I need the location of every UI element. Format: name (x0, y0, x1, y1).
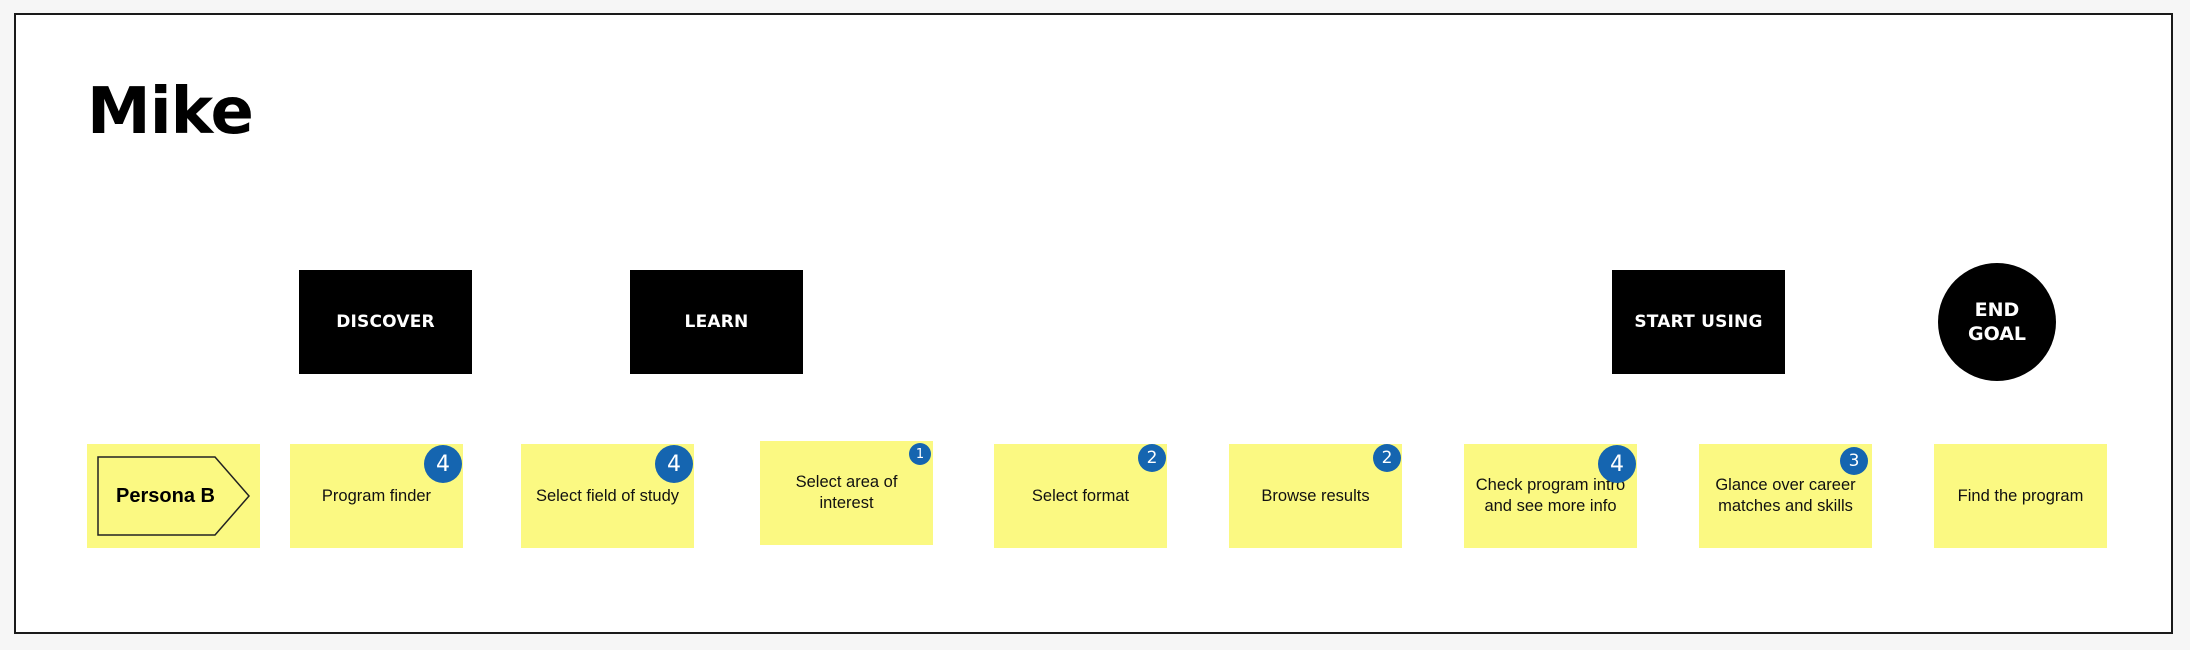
step-sticky[interactable]: Select area of interest (760, 441, 933, 545)
step-sticky[interactable]: Find the program (1934, 444, 2107, 548)
step-sticky[interactable]: Program finder (290, 444, 463, 548)
vote-count-badge: 4 (1598, 445, 1636, 483)
persona-label: Persona B (116, 484, 215, 507)
vote-count-badge: 3 (1840, 447, 1868, 475)
vote-count-badge: 2 (1138, 444, 1166, 472)
step-label: Select area of interest (795, 473, 898, 512)
persona-arrow-shape (97, 456, 250, 536)
end-goal-label: END GOAL (1967, 299, 2027, 345)
stage-label: DISCOVER (336, 312, 435, 332)
vote-count-badge: 2 (1373, 444, 1401, 472)
stage-start-using: START USING (1612, 270, 1785, 374)
vote-count-badge: 4 (424, 445, 462, 483)
stage-learn: LEARN (630, 270, 803, 374)
vote-count-badge: 4 (655, 445, 693, 483)
vote-count-badge: 1 (909, 443, 931, 465)
persona-sticky[interactable]: Persona B (87, 444, 260, 548)
step-label: Find the program (1957, 486, 2084, 505)
board-title: Mike (87, 75, 254, 149)
stage-discover: DISCOVER (299, 270, 472, 374)
step-label: Select format (1031, 486, 1130, 505)
stage-label: LEARN (684, 312, 749, 332)
step-label: Check program intro and see more info (1475, 476, 1626, 515)
stage-label: START USING (1634, 312, 1763, 332)
end-goal-circle: END GOAL (1938, 263, 2056, 381)
step-label: Browse results (1261, 486, 1370, 505)
step-label: Select field of study (535, 486, 680, 505)
step-label: Glance over career matches and skills (1715, 476, 1856, 515)
step-label: Program finder (321, 486, 432, 505)
